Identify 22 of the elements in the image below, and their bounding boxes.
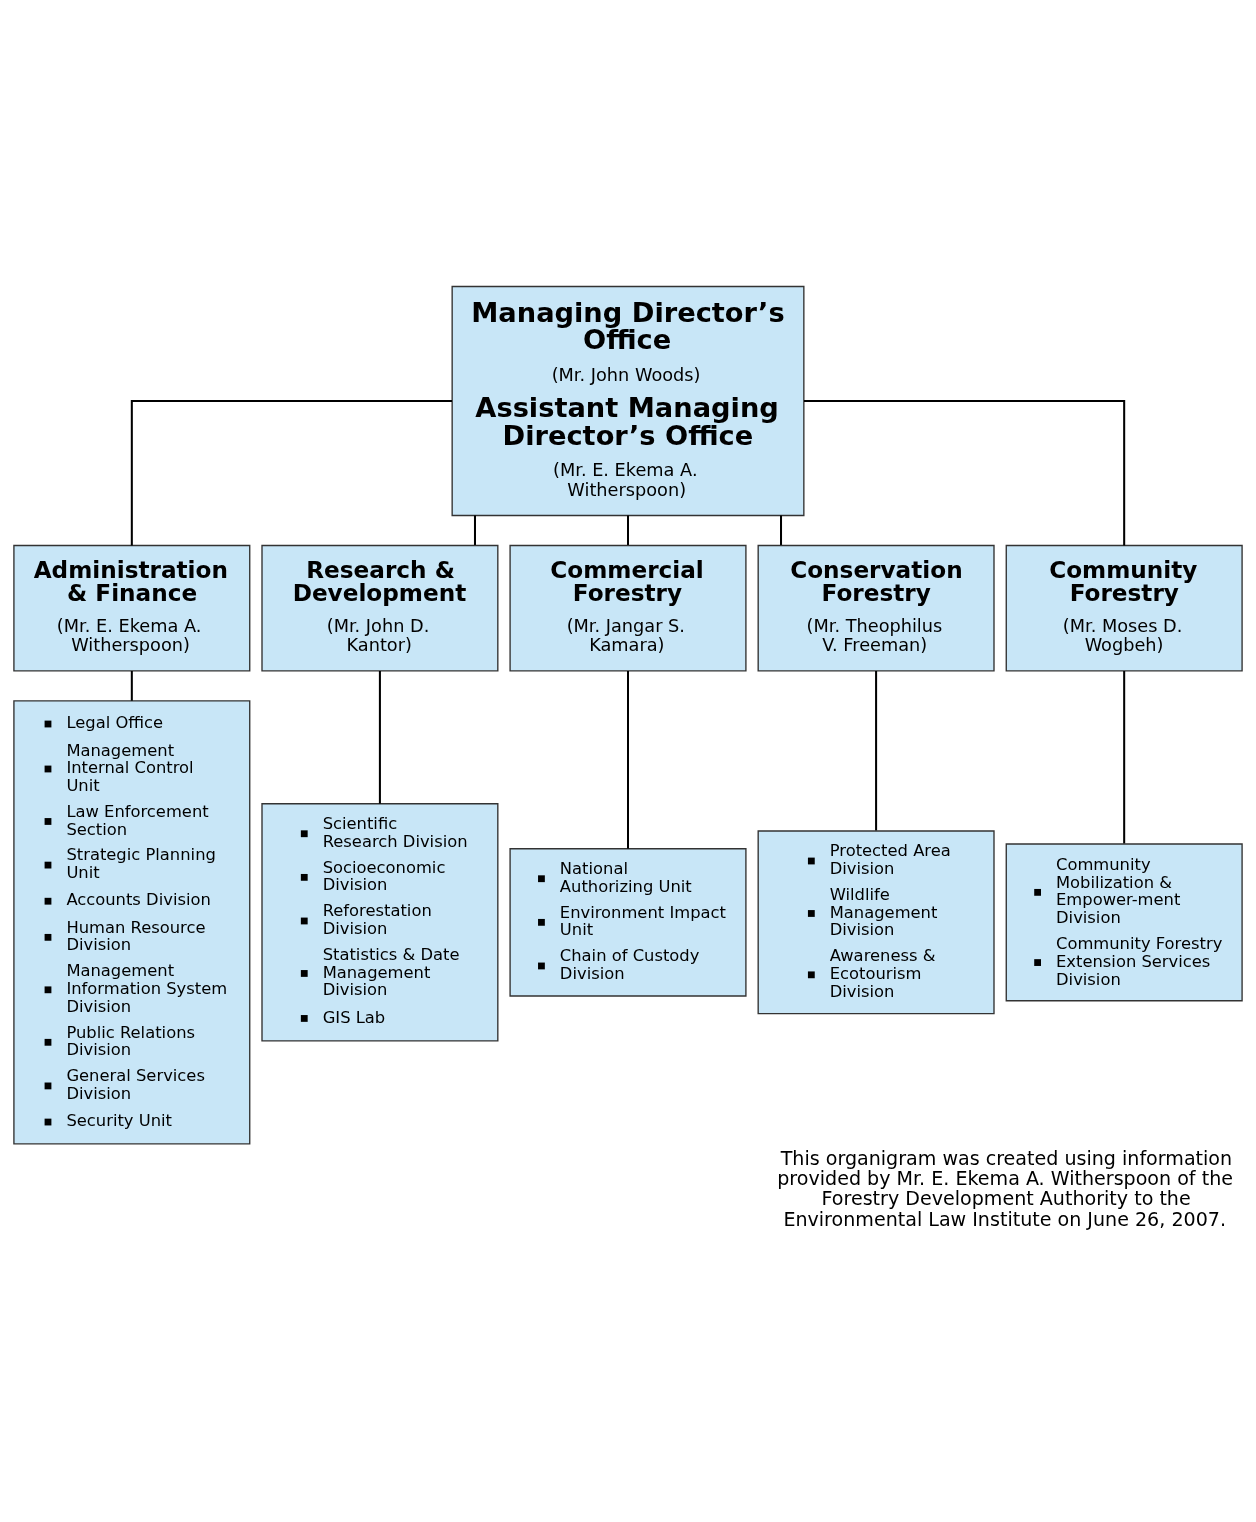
connector — [1123, 670, 1126, 843]
node-box: Protected Area Division Wildlife Management Division Awareness & Ecotourism Division — [757, 829, 995, 1014]
node-box: Community Mobilization & Empower-ment Division Community Forestry Extension Services Division — [1005, 842, 1243, 1001]
connector — [378, 670, 381, 804]
connector — [627, 514, 629, 545]
node-box: Administration & Finance (Mr. E. Ekema A. Witherspoon) — [13, 544, 251, 672]
node-box: Conservation Forestry (Mr. Theophilus V. Freeman) — [757, 544, 995, 672]
caption: This organigram was created using information provided by Mr. E. Ekema A. Witherspoon of the Forestry Development Authority to the Environmental Law Institute on June 26, 2007. — [777, 1146, 1233, 1230]
connector — [130, 670, 133, 701]
connector — [780, 514, 783, 545]
connector — [627, 670, 629, 849]
node-box: Community Forestry (Mr. Moses D. Wogbeh) — [1005, 544, 1243, 672]
node-box: Research & Development (Mr. John D. Kantor) — [261, 544, 499, 672]
node-box: Managing Director’s Office (Mr. John Woods) Assistant Managing Director’s Office (Mr. E. Ekema A. Witherspoon) — [451, 285, 805, 516]
node-box: Scientific Research Division Socioeconomic Division Reforestation Division Statistics & Date Management Division GIS Lab — [261, 802, 499, 1042]
connector — [804, 399, 1126, 545]
connector — [130, 399, 452, 545]
node-box: Legal Office Management Internal Control Unit Law Enforcement Section Strategic Planning Unit Accounts Division Human Resource Division Management Information System Division Public Relations Division General Services Division Security Unit — [13, 699, 251, 1145]
connector — [473, 514, 476, 545]
node-box: National Authorizing Unit Environment Impact Unit Chain of Custody Division — [509, 847, 747, 997]
connector — [875, 670, 878, 830]
node-box: Commercial Forestry (Mr. Jangar S. Kamara) — [509, 544, 747, 672]
